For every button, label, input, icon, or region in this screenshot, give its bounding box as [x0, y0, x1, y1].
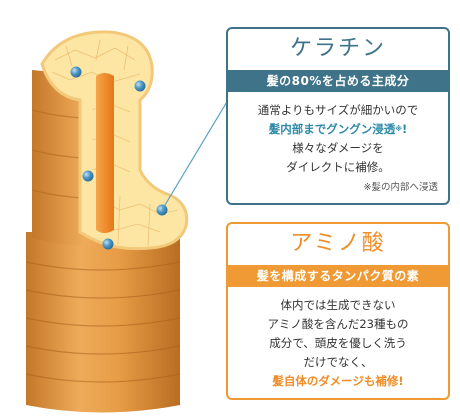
hair-medulla-core — [96, 73, 114, 233]
amino-title: アミノ酸 — [290, 231, 386, 256]
keratin-description: 通常よりもサイズが細かいので 髪内部までグングン浸透※! 様々なダメージを ダイ… — [228, 101, 448, 177]
keratin-band: 髪の80%を占める主成分 — [228, 70, 448, 92]
keratin-footnote-mark: ※ — [395, 125, 403, 133]
keratin-molecule — [102, 238, 114, 250]
cuticle-stripes — [25, 261, 181, 383]
amino-acid-card: アミノ酸 髪を構成するタンパク質の素 体内では生成できない アミノ酸を含んだ23… — [226, 222, 450, 400]
hair-lower-body — [26, 232, 180, 413]
amino-line-1: 体内では生成できない — [280, 298, 396, 312]
keratin-title: ケラチン — [289, 36, 386, 61]
keratin-connector-line — [161, 99, 229, 211]
keratin-line-1: 通常よりもサイズが細かいので — [257, 103, 419, 117]
keratin-molecule — [82, 170, 94, 182]
keratin-line-3: 様々なダメージを — [292, 141, 384, 155]
amino-description: 体内では生成できない アミノ酸を含んだ23種もの 成分で、頭皮を優しく洗う だけ… — [228, 296, 448, 391]
keratin-molecule — [70, 66, 82, 78]
amino-line-2: アミノ酸を含んだ23種もの — [267, 317, 409, 331]
hair-cross-section-illustration — [25, 30, 229, 413]
amino-line-3: 成分で、頭皮を優しく洗う — [269, 336, 407, 350]
amino-line-4: だけでなく、 — [303, 355, 373, 369]
keratin-line-4: ダイレクトに補修。 — [286, 160, 390, 174]
keratin-line-2-accent: 髪内部までグングン浸透 — [268, 122, 396, 136]
keratin-line-2: 髪内部までグングン浸透※! — [228, 120, 448, 139]
keratin-footnote: ※髪の内部へ浸透 — [363, 182, 438, 193]
amino-line-5: 髪自体のダメージも補修! — [272, 374, 404, 388]
keratin-card: ケラチン 髪の80%を占める主成分 通常よりもサイズが細かいので 髪内部までグン… — [226, 27, 450, 205]
keratin-line-2-tail: ! — [402, 122, 408, 136]
hair-top-cross-section — [40, 30, 189, 251]
keratin-molecule — [134, 80, 146, 92]
amino-band: 髪を構成するタンパク質の素 — [228, 265, 448, 287]
